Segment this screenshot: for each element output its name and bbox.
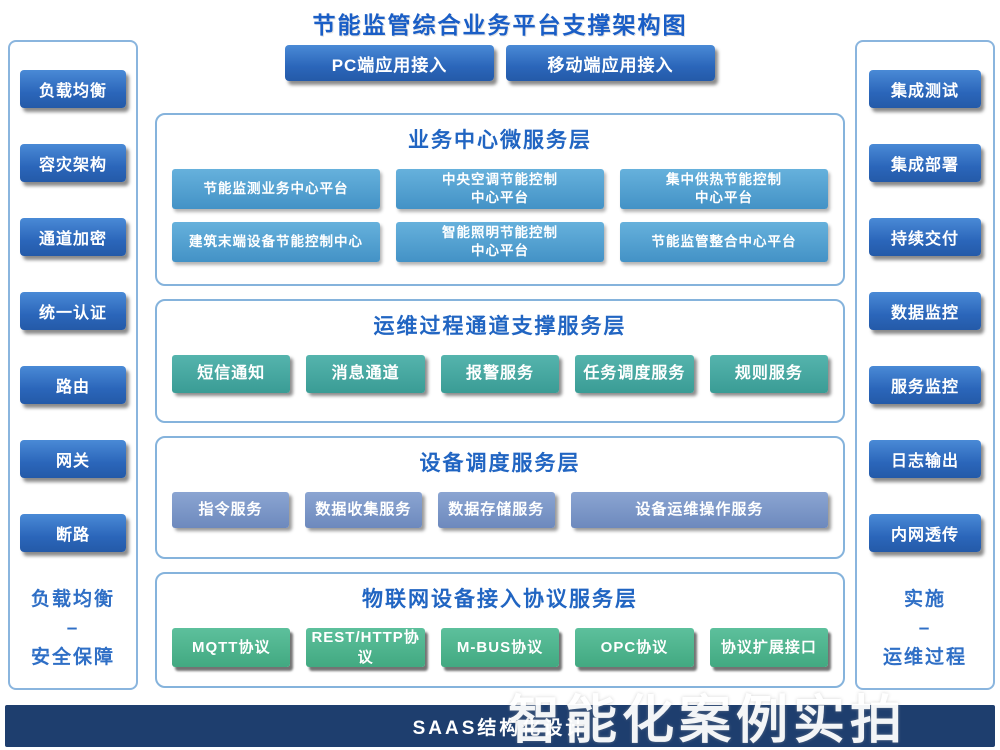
mobile-access-node: 移动端应用接入	[506, 45, 715, 81]
node-load-balancing: 负载均衡	[20, 70, 126, 108]
dispatch-node-device-ops: 设备运维操作服务	[570, 492, 828, 528]
protocol-node-rest-http: REST/HTTP协议	[306, 628, 425, 667]
layer-device-dispatch: 设备调度服务层 指令服务 数据收集服务 数据存储服务 设备运维操作服务	[155, 436, 845, 559]
left-caption-line1: 负载均衡	[30, 589, 115, 610]
right-caption-line1: 实施	[903, 589, 946, 610]
left-panel-caption: 负载均衡 – 安全保障	[31, 585, 115, 672]
service-node-energy-monitoring: 节能监测业务中心平台	[172, 169, 380, 209]
protocol-node-extension: 协议扩展接口	[709, 628, 829, 667]
layer-iot-protocol: 物联网设备接入协议服务层 MQTT协议 REST/HTTP协议 M-BUS协议 …	[155, 572, 845, 688]
channel-node-task-scheduling: 任务调度服务	[575, 355, 694, 393]
protocol-node-opc: OPC协议	[575, 628, 694, 667]
saas-footer-bar: SAAS结构化设计	[5, 705, 995, 747]
node-unified-auth: 统一认证	[20, 292, 126, 330]
layer-business-center: 业务中心微服务层 节能监测业务中心平台 中央空调节能控制 中心平台 集中供热节能…	[155, 113, 845, 286]
pc-access-node: PC端应用接入	[285, 45, 494, 81]
right-caption-dash: –	[918, 618, 932, 639]
dispatch-node-data-storage: 数据存储服务	[437, 492, 555, 528]
diagram-title: 节能监管综合业务平台支撑架构图	[312, 12, 688, 38]
layer-device-dispatch-row: 指令服务 数据收集服务 数据存储服务 设备运维操作服务	[157, 492, 843, 528]
service-node-central-heating: 集中供热节能控制 中心平台	[620, 169, 828, 209]
channel-node-alarm: 报警服务	[440, 355, 560, 393]
node-channel-encryption: 通道加密	[20, 218, 126, 256]
node-integration-test: 集成测试	[869, 70, 981, 108]
node-log-output: 日志输出	[869, 440, 981, 478]
layer-ops-channel-row: 短信通知 消息通道 报警服务 任务调度服务 规则服务	[157, 355, 843, 393]
layer-device-dispatch-title: 设备调度服务层	[419, 452, 581, 475]
layer-business-center-title: 业务中心微服务层	[408, 129, 592, 152]
layer-iot-protocol-title: 物联网设备接入协议服务层	[362, 588, 638, 611]
node-data-monitoring: 数据监控	[869, 292, 981, 330]
layer-ops-channel: 运维过程通道支撑服务层 短信通知 消息通道 报警服务 任务调度服务 规则服务	[155, 299, 845, 423]
node-integration-deploy: 集成部署	[869, 144, 981, 182]
node-circuit-breaker: 断路	[20, 514, 126, 552]
channel-node-rule: 规则服务	[709, 355, 829, 393]
right-panel-buttons: 集成测试 集成部署 持续交付 数据监控 服务监控 日志输出 内网透传	[869, 70, 981, 552]
left-panel-buttons: 负载均衡 容灾架构 通道加密 统一认证 路由 网关 断路	[20, 70, 126, 552]
layer-business-row-2: 建筑末端设备节能控制中心 智能照明节能控制 中心平台 节能监管整合中心平台	[157, 222, 843, 262]
node-gateway: 网关	[20, 440, 126, 478]
service-node-hvac-control: 中央空调节能控制 中心平台	[396, 169, 604, 209]
app-access-row: PC端应用接入 移动端应用接入	[0, 45, 1000, 81]
left-panel: 负载均衡 容灾架构 通道加密 统一认证 路由 网关 断路 负载均衡 – 安全保障	[8, 40, 138, 690]
layer-business-row-1: 节能监测业务中心平台 中央空调节能控制 中心平台 集中供热节能控制 中心平台	[157, 169, 843, 209]
left-caption-dash: –	[66, 618, 80, 639]
right-panel: 集成测试 集成部署 持续交付 数据监控 服务监控 日志输出 内网透传 实施 – …	[855, 40, 995, 690]
channel-node-sms: 短信通知	[172, 355, 291, 393]
protocol-node-mbus: M-BUS协议	[440, 628, 560, 667]
service-node-supervision-integration: 节能监管整合中心平台	[620, 222, 828, 262]
node-service-monitoring: 服务监控	[869, 366, 981, 404]
dispatch-node-data-collection: 数据收集服务	[304, 492, 422, 528]
layer-iot-protocol-row: MQTT协议 REST/HTTP协议 M-BUS协议 OPC协议 协议扩展接口	[157, 628, 843, 667]
node-intranet-passthrough: 内网透传	[869, 514, 981, 552]
protocol-node-mqtt: MQTT协议	[172, 628, 291, 667]
dispatch-node-command: 指令服务	[172, 492, 289, 528]
layer-ops-channel-title: 运维过程通道支撑服务层	[373, 315, 627, 338]
service-node-smart-lighting: 智能照明节能控制 中心平台	[396, 222, 604, 262]
node-disaster-recovery: 容灾架构	[20, 144, 126, 182]
layer-stack: 业务中心微服务层 节能监测业务中心平台 中央空调节能控制 中心平台 集中供热节能…	[155, 113, 845, 701]
service-node-building-terminal: 建筑末端设备节能控制中心	[172, 222, 380, 262]
left-caption-line2: 安全保障	[30, 647, 115, 668]
node-continuous-delivery: 持续交付	[869, 218, 981, 256]
right-panel-caption: 实施 – 运维过程	[883, 585, 967, 672]
right-caption-line2: 运维过程	[882, 647, 967, 668]
node-routing: 路由	[20, 366, 126, 404]
channel-node-message: 消息通道	[306, 355, 425, 393]
